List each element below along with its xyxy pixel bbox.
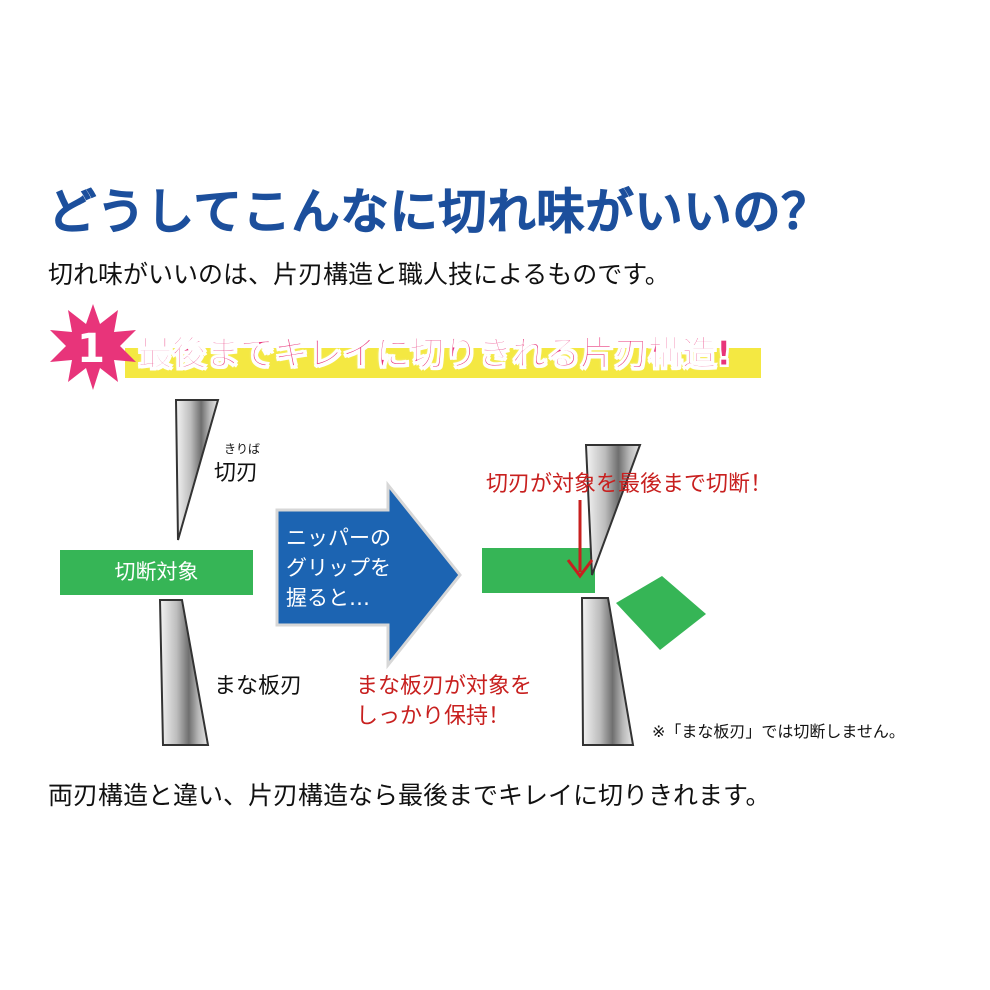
point-banner-highlight [125, 348, 761, 378]
blade-label-ruby: きりば [224, 442, 261, 456]
hold-note-line: まな板刃が対象を [356, 674, 533, 699]
point-number: 1 [77, 326, 105, 372]
blade-diagram [60, 399, 706, 746]
right-cutting-blade [584, 444, 642, 576]
point-title: 最後までキレイに切りきれる片刃構造! [138, 334, 733, 375]
hold-note-line: しっかり保持！ [356, 704, 511, 729]
cutting-blade-label: 切刃 [214, 461, 259, 486]
right-target-bar [482, 548, 595, 593]
left-target-bar [60, 550, 253, 595]
right-anvil-blade [580, 597, 635, 746]
cut-off-piece [616, 576, 706, 650]
arrow-caption-line: 握ると… [286, 586, 370, 610]
footnote: ※「まな板刃」では切断しません。 [652, 722, 905, 741]
starburst-badge-icon [50, 304, 136, 390]
big-arrow [275, 480, 462, 670]
arrow-caption-line: グリップを [286, 556, 391, 580]
red-arrow-head [566, 559, 594, 579]
target-label: 切断対象 [114, 560, 199, 584]
intro-text: 切れ味がいいのは、片刃構造と職人技によるものです。 [48, 260, 670, 289]
arrow-caption: ニッパーの グリップを 握ると… [286, 523, 426, 613]
headline: どうしてこんなに切れ味がいいの？ [48, 184, 831, 241]
left-cutting-blade [174, 399, 220, 541]
conclusion-text: 両刃構造と違い、片刃構造なら最後までキレイに切りきれます。 [48, 781, 771, 810]
anvil-blade-label: まな板刃 [214, 674, 303, 699]
cut-note: 切刃が対象を最後まで切断！ [486, 472, 773, 497]
hold-note: まな板刃が対象を しっかり保持！ [356, 672, 532, 732]
arrow-caption-line: ニッパーの [286, 526, 391, 550]
left-anvil-blade [158, 599, 210, 746]
